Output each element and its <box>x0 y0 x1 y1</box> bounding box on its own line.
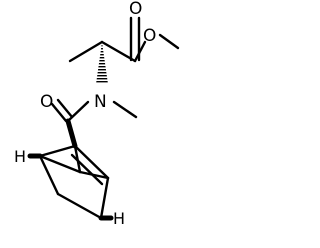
atom-label-amide-n: N <box>94 92 107 112</box>
bold-bond-carbonyl-c2 <box>65 118 78 149</box>
atom-label-bridgehead-h-left: H <box>14 147 26 166</box>
atom-label-ester-o: O <box>143 26 156 46</box>
bond-c6-c5 <box>56 192 103 220</box>
atom-label-ester-carbonyl-o: O <box>129 0 142 19</box>
molecule-drawing: O O N O H H <box>14 0 180 228</box>
bond-n-methyl <box>112 100 138 119</box>
bond-c1-c6 <box>38 154 60 196</box>
hashed-wedge-alpha-n <box>96 42 108 84</box>
bond-carbonyl-alpha <box>100 40 137 63</box>
bond-c2-c1 <box>38 144 77 158</box>
atom-label-bridgehead-h-right: H <box>113 209 125 228</box>
bond-n-amide-carbonyl <box>66 100 90 123</box>
bond-c1-c7 <box>38 154 82 174</box>
bond-c7-c4 <box>78 170 110 180</box>
bond-methyl-ester-o <box>158 33 180 50</box>
atom-label-amide-o: O <box>40 92 53 112</box>
bond-c5-c4 <box>99 176 110 220</box>
bond-c3-c2-bridge <box>73 144 82 174</box>
bond-amide-carbonyl-double-a <box>50 102 68 123</box>
bond-alpha-methyl <box>68 40 104 63</box>
bond-c4-c3 <box>73 144 110 180</box>
structure-canvas: O O N O H H <box>14 0 180 228</box>
bond-amide-carbonyl-double-b <box>56 98 74 119</box>
